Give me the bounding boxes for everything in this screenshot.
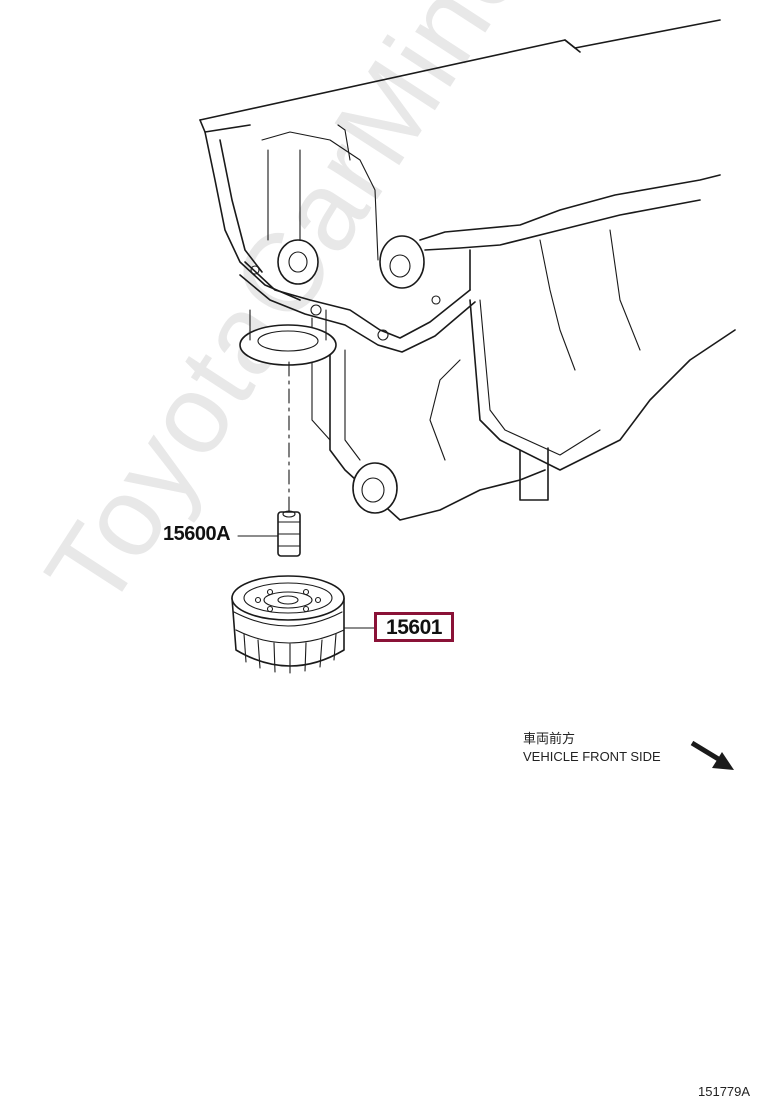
direction-english: VEHICLE FRONT SIDE <box>523 749 661 764</box>
engine-oil-pan-drawing <box>199 19 736 521</box>
oil-filter-15601-drawing <box>231 575 345 674</box>
part-label-15601[interactable]: 15601 <box>374 612 454 642</box>
figure-code: 151779A <box>698 1084 751 1099</box>
direction-japanese: 車両前方 <box>523 731 576 746</box>
union-bolt-15600a-drawing <box>277 510 301 557</box>
vehicle-front-side-note: 車両前方 VEHICLE FRONT SIDE <box>523 730 661 766</box>
arrow-down-right-icon <box>690 740 734 770</box>
part-label-15600a: 15600A <box>163 523 231 545</box>
